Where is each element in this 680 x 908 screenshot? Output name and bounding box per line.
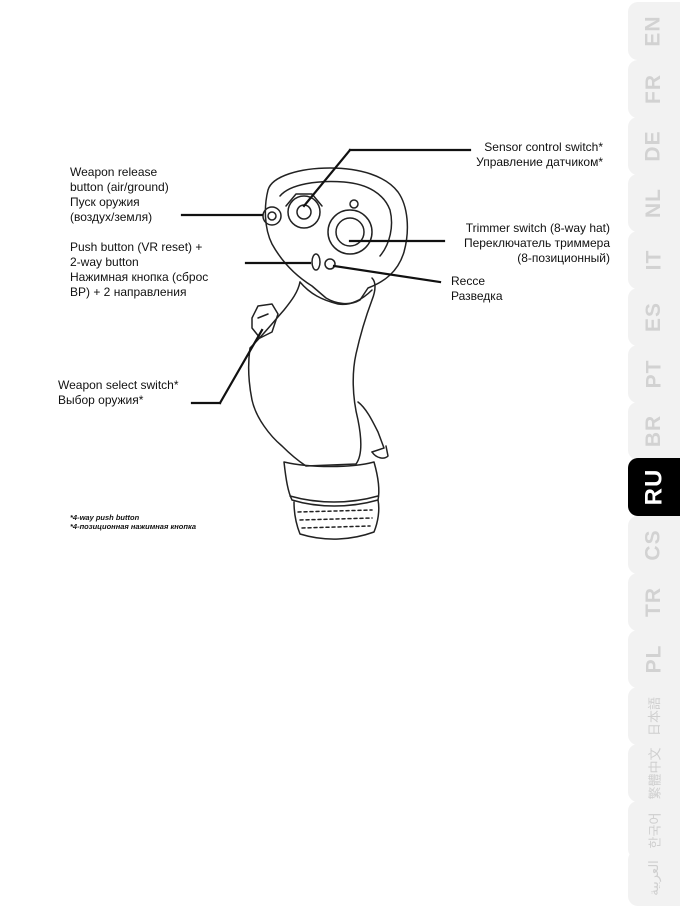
recce-button [324,258,336,270]
lang-tab-pt[interactable]: PT [628,345,680,403]
lang-tab-tr[interactable]: TR [628,573,680,631]
lang-tab-es[interactable]: ES [628,288,680,346]
label-trimmer-switch: Trimmer switch (8-way hat) Переключатель… [463,221,610,265]
joystick-base-ring [293,499,380,540]
lang-tab-en[interactable]: EN [628,2,680,60]
lang-tab-zh[interactable]: 繁體中文 [628,744,680,802]
joystick-grip-outline [247,277,376,467]
label-sensor-control: Sensor control switch* Управление датчик… [476,140,603,169]
lang-tab-de[interactable]: DE [628,117,680,175]
footnote: *4-way push button *4-позиционная нажимн… [70,513,196,531]
label-weapon-select: Weapon select switch* Выбор оружия* [58,378,179,407]
lang-tab-ar[interactable]: العربية [628,850,680,906]
leader-sensor-control [302,148,352,208]
lang-tab-it[interactable]: IT [628,231,680,289]
lang-tab-cs[interactable]: CS [628,516,680,574]
label-recce: Recce Разведка [451,274,503,303]
footnote-line-1: *4-way push button [70,513,140,522]
lang-tab-pl[interactable]: PL [628,630,680,688]
lang-tab-ko[interactable]: 한국어 [628,801,680,859]
trimmer-hat-inner [335,217,365,247]
footnote-line-2: *4-позиционная нажимная кнопка [70,522,197,531]
leader-recce [332,264,442,284]
lang-tab-ja[interactable]: 日本語 [628,687,680,745]
joystick-illustration [180,148,472,540]
weapon-select-switch [251,303,279,339]
label-push-button: Push button (VR reset) + 2-way button На… [70,240,209,299]
lang-tab-fr[interactable]: FR [628,60,680,118]
lang-tab-br[interactable]: BR [628,402,680,460]
lang-tab-nl[interactable]: NL [628,174,680,232]
sensor-switch-outer [287,195,321,229]
lang-tab-ru[interactable]: RU [628,458,680,516]
trimmer-hat-outer [327,209,373,255]
label-weapon-release: Weapon release button (air/ground) Пуск … [70,165,169,224]
push-button [311,253,321,271]
leader-weapon-select-diag [218,328,264,405]
joystick-head-inner [279,180,393,257]
language-tabs: EN FR DE NL IT ES PT BR RU CS TR PL 日本語 … [628,0,680,908]
